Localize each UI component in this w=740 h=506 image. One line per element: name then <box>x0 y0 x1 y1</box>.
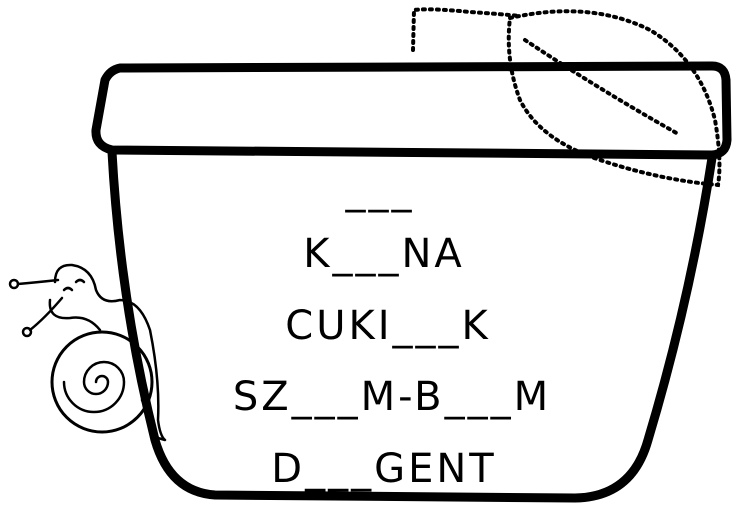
blank-word-3: CUKI___K <box>285 303 491 349</box>
flower-pot-icon <box>91 61 732 503</box>
snail-icon <box>8 263 167 442</box>
blank-word-2: K___NA <box>303 231 465 277</box>
leaf-icon <box>411 7 722 188</box>
blank-word-4: SZ___M-B___M <box>232 374 552 420</box>
blank-word-1: ___ <box>345 167 415 213</box>
blank-word-5: D___GENT <box>271 446 497 492</box>
